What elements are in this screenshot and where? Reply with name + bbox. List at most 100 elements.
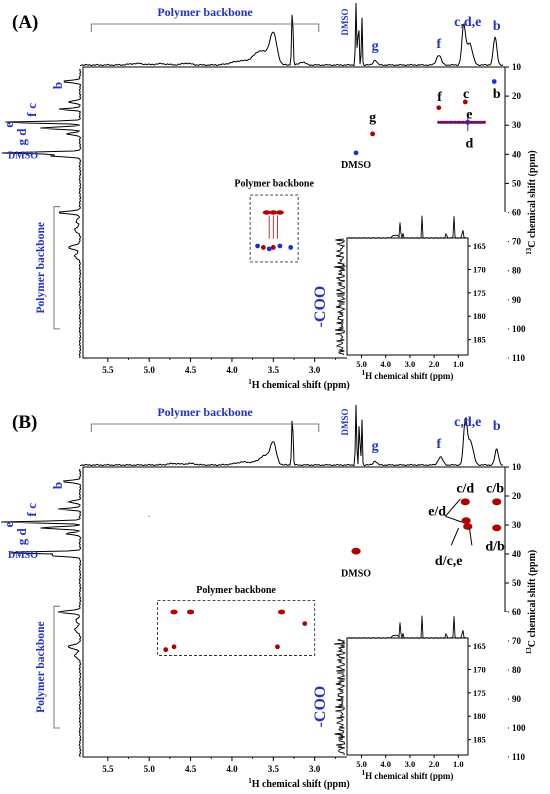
y-tick-label: 60 — [512, 607, 522, 617]
side-label-f: f — [24, 112, 39, 117]
y-tick-label: 10 — [512, 62, 522, 72]
cross-peak — [461, 517, 471, 525]
cross-peak — [170, 609, 178, 615]
inset-x-tick-label: 4.0 — [380, 759, 391, 769]
inset-y-tick-label: 180 — [473, 711, 486, 721]
side-label-f: f — [24, 512, 39, 517]
x-axis-label: 1H chemical shift (ppm) — [248, 777, 350, 790]
backbone-box — [249, 194, 299, 263]
peak-annotation: DMSO — [341, 160, 371, 171]
inset-side-label: -COO — [312, 286, 329, 328]
top-label-backbone: Polymer backbone — [157, 5, 253, 19]
carbon-spectrum-trace — [1, 68, 82, 359]
inset-y-tick-label: 175 — [473, 688, 486, 698]
cross-peak — [163, 647, 169, 653]
x-tick-label: 5.0 — [144, 365, 156, 375]
inset-y-tick-label: 185 — [473, 735, 486, 745]
backbone-bracket — [90, 423, 320, 432]
x-tick-label: 3.5 — [268, 365, 280, 375]
inset-x-tick-label: 4.0 — [380, 359, 391, 369]
side-label-d: d — [14, 528, 29, 536]
box-label: Polymer backbone — [234, 178, 314, 189]
y-tick-label: 40 — [512, 149, 522, 159]
inset-x-tick-label: 1.0 — [453, 759, 464, 769]
cross-peak — [463, 523, 473, 530]
x-tick-label: 5.5 — [102, 365, 114, 375]
x-tick-label: 4.0 — [226, 365, 238, 375]
y-tick-label: 70 — [512, 636, 522, 646]
peak-annotation: b — [493, 87, 501, 102]
top-label-f: f — [436, 37, 441, 52]
top-label-cde: c,d,e — [454, 15, 481, 30]
y-tick-label: 90 — [512, 694, 522, 704]
side-label-g: g — [14, 538, 29, 545]
inset-y-tick-label: 165 — [473, 641, 486, 651]
side-label-e: e — [1, 122, 16, 128]
cross-peak — [370, 131, 376, 137]
inset-carbon-trace — [333, 638, 346, 756]
inset-carbon-trace — [334, 238, 347, 356]
peak-annotation: c/b — [486, 481, 504, 496]
side-label-c: c — [24, 103, 39, 109]
cross-peak — [460, 498, 470, 506]
inset-background — [347, 212, 508, 377]
annotation-arrow — [445, 515, 463, 523]
x-tick-label: 3.0 — [309, 764, 321, 774]
annotation-arrow — [445, 498, 461, 517]
top-label-b: b — [493, 419, 501, 434]
inset-side-label: -COO — [312, 686, 329, 728]
y-tick-label: 80 — [512, 266, 522, 276]
side-label-d: d — [14, 128, 29, 136]
inset-y-tick-label: 180 — [473, 311, 486, 321]
peak-annotation: e/d — [428, 505, 446, 520]
y-tick-label: 50 — [512, 178, 522, 188]
backbone-bracket — [90, 23, 320, 32]
y-axis-label: 13C chemical shift (ppm) — [525, 150, 538, 255]
cross-peak — [277, 243, 283, 249]
proton-spectrum-trace — [80, 404, 504, 467]
top-label-g: g — [372, 39, 379, 54]
inset-x-tick-label: 1.0 — [453, 359, 464, 369]
y-tick-label: 110 — [512, 353, 526, 363]
top-label-cde: c,d,e — [454, 415, 481, 430]
top-label-f: f — [436, 437, 441, 452]
peak-annotation: c/d — [456, 481, 474, 496]
y-tick-label: 10 — [512, 462, 522, 472]
side-label-dmso: DMSO — [8, 550, 38, 561]
x-tick-label: 4.0 — [226, 764, 238, 774]
inset-x-axis-label: 1H chemical shift (ppm) — [362, 769, 454, 781]
cross-peak — [171, 644, 177, 650]
side-label-backbone: Polymer backbone — [35, 621, 47, 712]
noise-speck — [148, 515, 150, 517]
inset-x-tick-label: 2.0 — [429, 359, 440, 369]
y-tick-label: 70 — [512, 237, 522, 247]
inset-proton-trace — [347, 615, 468, 640]
panel-label: (B) — [12, 412, 37, 433]
y-tick-label: 30 — [512, 120, 522, 130]
inset-x-tick-label: 3.0 — [405, 359, 416, 369]
peak-annotation: g — [369, 110, 376, 125]
cross-peak — [260, 245, 266, 250]
side-label-b: b — [50, 482, 65, 489]
inset-background — [347, 612, 508, 777]
cross-peak — [302, 621, 308, 626]
side-label-g: g — [14, 139, 29, 146]
cross-peak — [462, 99, 468, 105]
peak-annotation: d/c,e — [435, 554, 463, 569]
inset-y-tick-label: 165 — [473, 241, 486, 251]
peak-annotation: d — [466, 137, 474, 152]
x-tick-label: 3.5 — [268, 764, 280, 774]
side-label-dmso: DMSO — [8, 150, 38, 161]
cross-peak — [288, 245, 294, 250]
carbon-spectrum-trace — [1, 468, 82, 758]
y-tick-label: 50 — [512, 578, 522, 588]
peak-annotation: c — [463, 87, 469, 102]
inset-x-axis-label: 1H chemical shift (ppm) — [362, 369, 454, 381]
inset-proton-trace — [347, 215, 468, 240]
side-label-b: b — [50, 82, 65, 89]
backbone-box — [157, 599, 316, 656]
